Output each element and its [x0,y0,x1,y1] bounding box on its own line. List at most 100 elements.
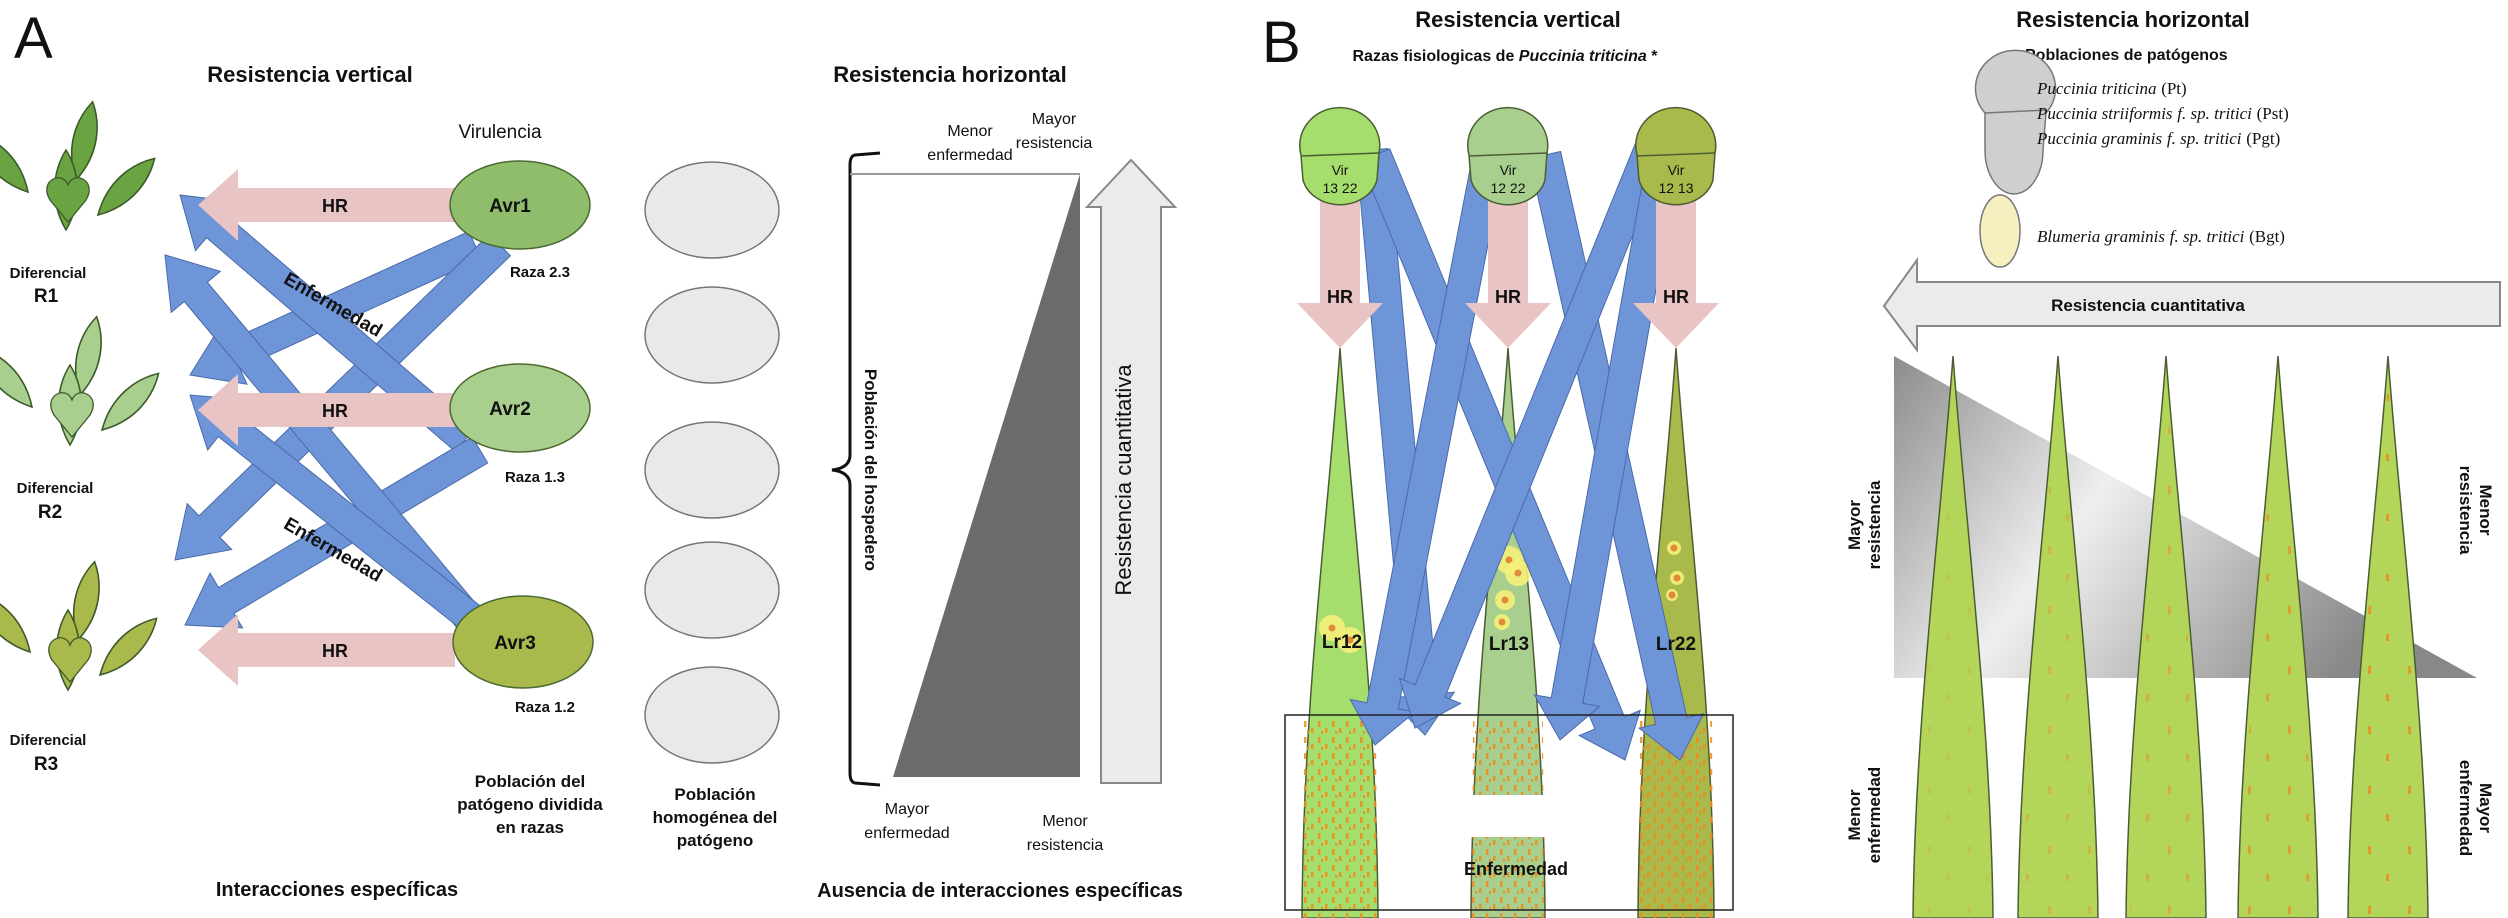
leaf [0,346,34,409]
heart-leaf [50,392,94,439]
leaf [100,372,160,432]
panel-b-subtitle: Razas fisiologicas de Puccinia triticina… [1353,48,1659,65]
hr-label: HR [1663,287,1689,307]
host-population-brace [831,151,881,787]
pathogen-caption-line: Población del [475,772,586,791]
populations-label: Poblaciones de patógenos [2025,47,2228,64]
avr-label: Avr1 [489,196,531,217]
pathogen-oval [644,421,780,519]
spore-divider [1636,152,1716,157]
host-population-label: Población del hospedero [861,369,880,571]
lesion-core [1501,596,1509,604]
leaf [70,100,98,182]
top-right-label: resistencia [1016,135,1093,152]
differential-label: Diferencial [10,732,87,749]
species-bgt: Blumeria graminis f. sp. tritici (Bgt) [2037,227,2285,246]
lesion-core [1514,569,1522,577]
heart-leaf [46,177,90,224]
right-top-label: Menor [2476,485,2495,536]
pathogen-oval [644,286,780,384]
top-left-label: enfermedad [927,147,1012,164]
right-top-label: resistencia [2456,466,2475,555]
resistant-leaves [1301,347,1715,918]
disease-arrow [1349,146,1507,746]
hr-arrow [1633,195,1719,348]
hr-arrow [198,169,455,241]
rust-pustules [2242,380,2314,918]
leaf [98,617,158,677]
disease-gradient-triangle [893,174,1080,777]
left-top-label: resistencia [1865,480,1884,569]
leaf [72,560,100,642]
rust-pustules [1639,720,1713,918]
race-label: Raza 1.3 [505,469,565,486]
vir-label: Vir [1500,162,1517,178]
spore-divider [1300,152,1380,157]
rust-spore-gray [1974,49,2057,195]
spore-shape [1299,106,1381,206]
panel-a-vertical-footer: Interacciones específicas [216,879,458,901]
bottom-left-label: Mayor [885,801,930,818]
lesion-core [1673,574,1681,582]
bottom-right-label: Menor [1042,813,1088,830]
pathogen-caption-line: patógeno [677,831,754,850]
leaf [74,315,102,397]
panel-a-horizontal-title: Resistencia horizontal [833,62,1067,87]
spore-shape [1635,106,1717,206]
avr-label: Avr3 [494,633,536,654]
mildew-spore [1979,194,2021,268]
lesion-core [1668,591,1676,599]
hr-arrow [1297,195,1383,348]
left-top-label: Mayor [1845,500,1864,550]
lesion-core [1346,636,1354,644]
hr-arrow [198,614,455,686]
panel-a-vertical-title: Resistencia vertical [207,62,412,87]
hr-arrow [1465,195,1551,348]
leaf-label-lr22: Lr22 [1656,634,1696,655]
differential-plant-icon [0,315,160,447]
lesion-core [1670,544,1678,552]
avr-3: Avr3 Raza 1.2 [452,595,594,716]
quantitative-leaves [1912,355,2429,918]
vir-label: Vir [1332,162,1349,178]
spore-divider [1468,152,1548,157]
vir-genes: 12 13 [1658,180,1693,196]
leaf [0,131,30,194]
panel-b-horizontal-title: Resistencia horizontal [2016,7,2250,32]
leaf-label-lr12: Lr12 [1322,632,1362,653]
avr-2: Avr2 Raza 1.3 [449,363,591,486]
panel-b-letter: B [1262,10,1301,75]
rust-pustules [2130,380,2202,918]
species-pst: Puccinia striiformis f. sp. tritici (Pst… [2036,104,2289,123]
disease-arrow [184,436,489,629]
disease-zone-label: Enfermedad [1464,859,1568,879]
pathogen-caption-line: patógeno dividida [457,795,603,814]
pathogen-oval [644,161,780,259]
right-bottom-label: enfermedad [2456,760,2475,856]
bottom-left-label: enfermedad [864,825,949,842]
disease-arrows-b [1349,143,1705,761]
lesion-core [1328,624,1336,632]
avr-oval [449,160,591,250]
leaf-label-lr13: Lr13 [1489,634,1529,655]
hr-label: HR [322,196,348,216]
hr-label: HR [322,401,348,421]
avr-oval [452,595,594,689]
disease-zone-box [1284,714,1734,911]
vir-label: Vir [1668,162,1685,178]
top-right-label: Mayor [1032,111,1077,128]
pathogen-caption-line: en razas [496,818,564,837]
panel-b-vertical-title: Resistencia vertical [1415,7,1620,32]
avr-label: Avr2 [489,399,531,420]
differential-name: R1 [34,286,59,307]
hr-label: HR [1495,287,1521,307]
spore-3: Vir 12 13 [1635,106,1717,206]
quantitative-resistance-arrow-b [1882,256,2501,353]
bottom-right-label: resistencia [1027,837,1104,854]
pathogen-caption-line: homogénea del [653,808,778,827]
